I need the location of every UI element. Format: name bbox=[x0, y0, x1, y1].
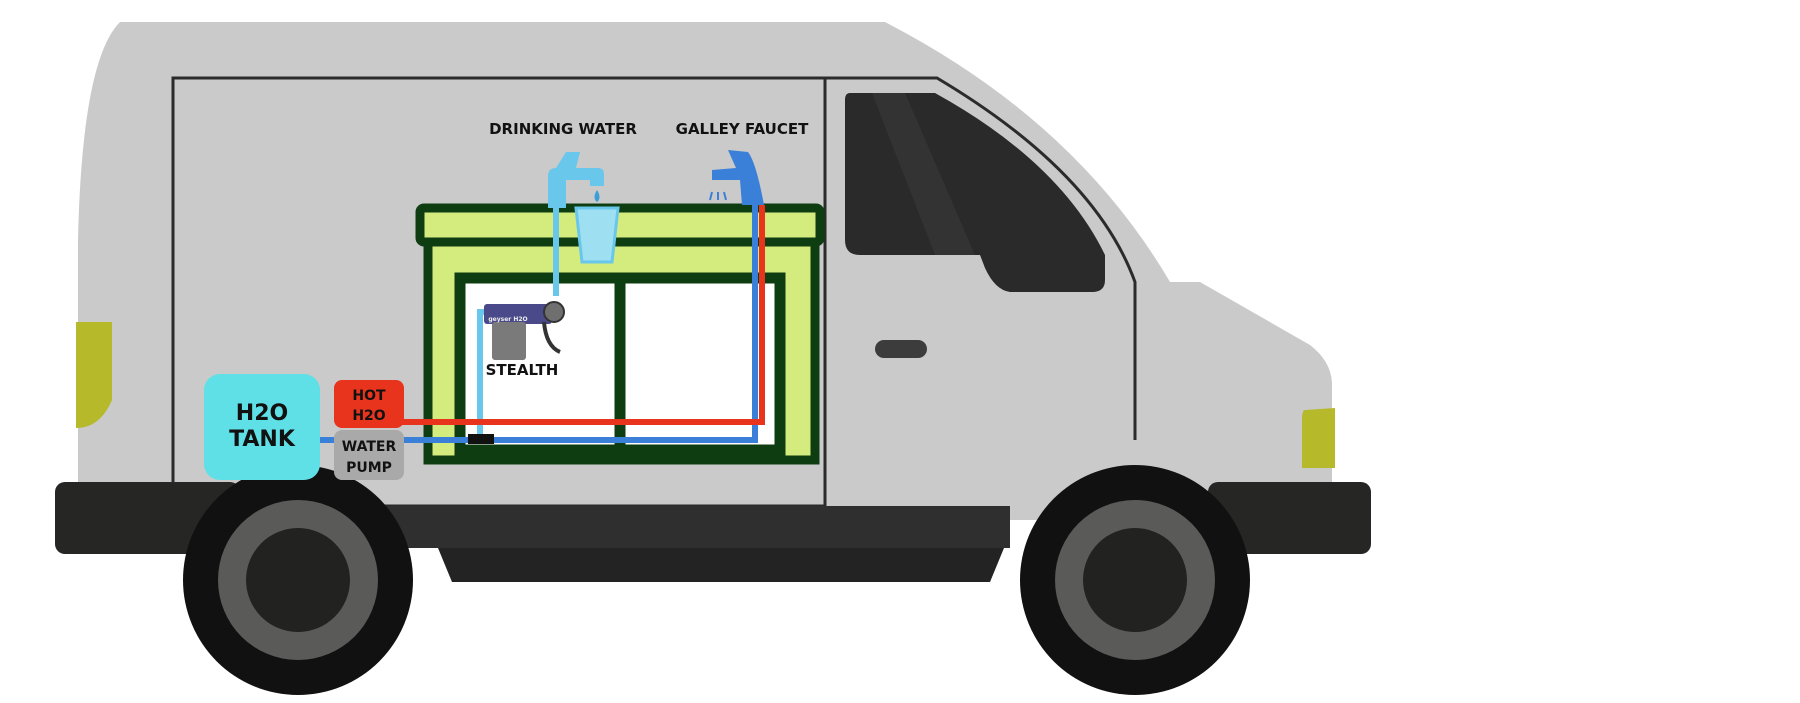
chassis bbox=[360, 506, 1010, 548]
window-reflection bbox=[872, 93, 975, 255]
filter-brand-label: geyser H2O bbox=[488, 316, 527, 323]
rear-wheel bbox=[183, 465, 413, 695]
tank-label-line1: H2O bbox=[236, 401, 288, 426]
door-handle bbox=[875, 340, 927, 358]
filter-hose bbox=[542, 321, 561, 354]
front-headlight bbox=[1302, 408, 1335, 468]
drinking-glass-icon bbox=[574, 206, 620, 264]
galley-faucet-label: GALLEY FAUCET bbox=[676, 120, 809, 138]
hot-line bbox=[358, 205, 765, 425]
spray-line bbox=[709, 191, 713, 201]
pump-label-line2: PUMP bbox=[346, 460, 392, 476]
water-pump: WATER PUMP bbox=[334, 430, 404, 480]
side-step bbox=[438, 548, 1004, 582]
filter-head bbox=[484, 304, 552, 324]
filter-housing bbox=[492, 322, 526, 360]
rear-light bbox=[76, 322, 112, 428]
galley-faucet: GALLEY FAUCET bbox=[676, 120, 809, 205]
cold-line-main bbox=[300, 205, 758, 443]
drinking-faucet-icon bbox=[548, 168, 604, 208]
water-drop-icon bbox=[594, 190, 600, 202]
h2o-tank: H2O TANK bbox=[204, 374, 320, 480]
pump-box bbox=[334, 430, 404, 480]
hot-label-line1: HOT bbox=[352, 388, 386, 404]
drinking-water-faucet: DRINKING WATER bbox=[489, 120, 637, 264]
front-door-outline bbox=[825, 76, 1137, 440]
filter-gauge bbox=[543, 301, 565, 323]
galley-faucet-icon bbox=[712, 150, 764, 205]
countertop bbox=[415, 203, 825, 247]
filter-label: STEALTH bbox=[486, 361, 559, 379]
water-spray-icon bbox=[709, 191, 727, 201]
drinking-water-label: DRINKING WATER bbox=[489, 120, 637, 138]
spray-line bbox=[723, 191, 727, 201]
front-bumper bbox=[1208, 482, 1371, 554]
hot-box bbox=[334, 380, 404, 428]
faucet-handle bbox=[556, 152, 580, 168]
tank-box bbox=[204, 374, 320, 480]
pump-label-line1: WATER bbox=[342, 439, 397, 455]
hot-label-line2: H2O bbox=[352, 408, 385, 424]
front-hub-center bbox=[1083, 528, 1187, 632]
tank-label-line2: TANK bbox=[229, 427, 296, 452]
hot-water-heater: HOT H2O bbox=[334, 380, 404, 428]
rear-hub-center bbox=[246, 528, 350, 632]
stealth-filter: geyser H2O STEALTH bbox=[484, 301, 565, 379]
line-junction bbox=[468, 434, 494, 444]
front-wheel bbox=[1020, 465, 1250, 695]
